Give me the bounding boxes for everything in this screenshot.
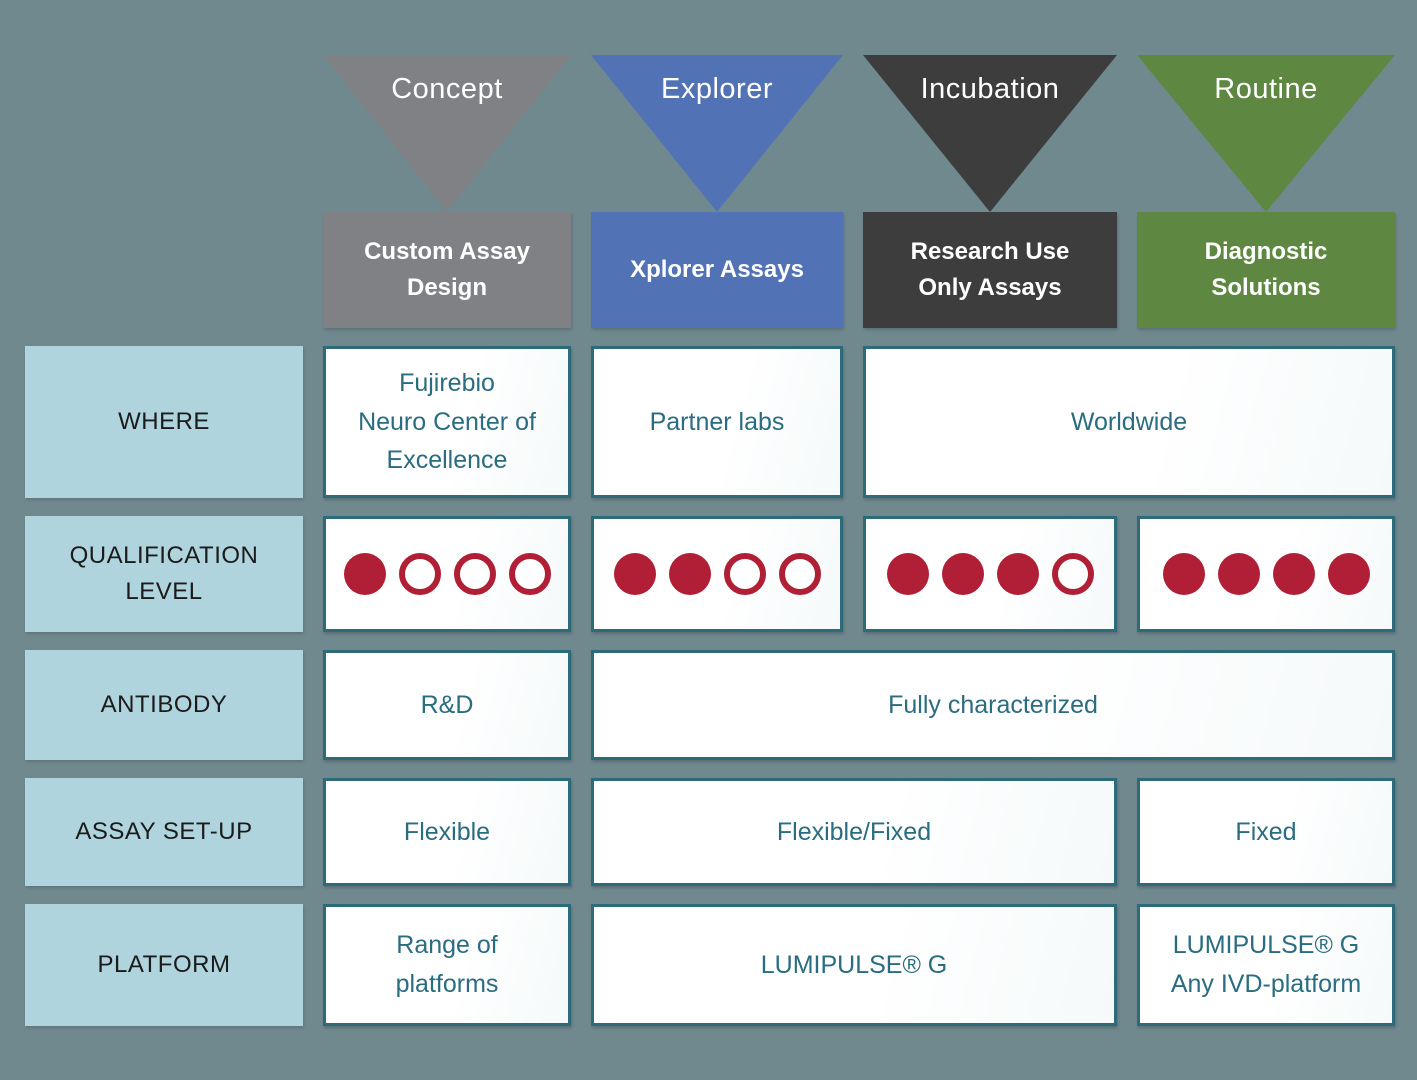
filled-dot-icon: [886, 553, 929, 595]
product-box-custom-assay-design: Custom Assay Design: [323, 212, 571, 328]
hollow-dot-icon: [453, 553, 496, 595]
assay-setup-fixed-cell: Fixed: [1137, 778, 1395, 886]
platform-routine-cell: LUMIPULSE® G Any IVD-platform: [1137, 904, 1395, 1026]
filled-dot-icon: [668, 553, 711, 595]
qualification-dots: [1162, 553, 1370, 595]
qualification-dots: [886, 553, 1094, 595]
stage-label: Explorer: [661, 73, 773, 105]
qualification-routine-cell: [1137, 516, 1395, 632]
routine-triangle: Routine: [1137, 55, 1395, 212]
column-header-routine: Routine Diagnostic Solutions: [1137, 55, 1395, 328]
hollow-dot-icon: [723, 553, 766, 595]
stage-label: Concept: [391, 73, 503, 105]
antibody-concept-cell: R&D: [323, 650, 571, 760]
where-worldwide-cell: Worldwide: [863, 346, 1395, 498]
where-concept-cell: Fujirebio Neuro Center of Excellence: [323, 346, 571, 498]
diagram-grid: Concept Custom Assay Design Explorer Xpl…: [25, 55, 1395, 1026]
filled-dot-icon: [941, 553, 984, 595]
platform-concept-cell: Range of platforms: [323, 904, 571, 1026]
platform-lumipulse-cell: LUMIPULSE® G: [591, 904, 1117, 1026]
row-label-qualification-level: QUALIFICATION LEVEL: [25, 516, 303, 632]
explorer-triangle: Explorer: [591, 55, 843, 212]
hollow-dot-icon: [778, 553, 821, 595]
filled-dot-icon: [1272, 553, 1315, 595]
incubation-triangle: Incubation: [863, 55, 1117, 212]
row-label-where: WHERE: [25, 346, 303, 498]
qualification-concept-cell: [323, 516, 571, 632]
where-explorer-cell: Partner labs: [591, 346, 843, 498]
row-label-assay-set-up: ASSAY SET-UP: [25, 778, 303, 886]
qualification-explorer-cell: [591, 516, 843, 632]
filled-dot-icon: [613, 553, 656, 595]
assay-setup-concept-cell: Flexible: [323, 778, 571, 886]
hollow-dot-icon: [1051, 553, 1094, 595]
filled-dot-icon: [996, 553, 1039, 595]
antibody-fully-characterized-cell: Fully characterized: [591, 650, 1395, 760]
column-header-explorer: Explorer Xplorer Assays: [591, 55, 843, 328]
product-box-research-use-only: Research Use Only Assays: [863, 212, 1117, 328]
filled-dot-icon: [1327, 553, 1370, 595]
concept-triangle: Concept: [323, 55, 571, 212]
qualification-dots: [613, 553, 821, 595]
row-label-platform: PLATFORM: [25, 904, 303, 1026]
column-header-concept: Concept Custom Assay Design: [323, 55, 571, 328]
qualification-incubation-cell: [863, 516, 1117, 632]
product-box-diagnostic-solutions: Diagnostic Solutions: [1137, 212, 1395, 328]
row-label-antibody: ANTIBODY: [25, 650, 303, 760]
stage-label: Routine: [1214, 73, 1318, 105]
filled-dot-icon: [1162, 553, 1205, 595]
filled-dot-icon: [343, 553, 386, 595]
stage-label: Incubation: [920, 73, 1060, 105]
hollow-dot-icon: [398, 553, 441, 595]
qualification-dots: [343, 553, 551, 595]
filled-dot-icon: [1217, 553, 1260, 595]
column-header-incubation: Incubation Research Use Only Assays: [863, 55, 1117, 328]
product-box-xplorer-assays: Xplorer Assays: [591, 212, 843, 328]
hollow-dot-icon: [508, 553, 551, 595]
assay-setup-flexible-fixed-cell: Flexible/Fixed: [591, 778, 1117, 886]
